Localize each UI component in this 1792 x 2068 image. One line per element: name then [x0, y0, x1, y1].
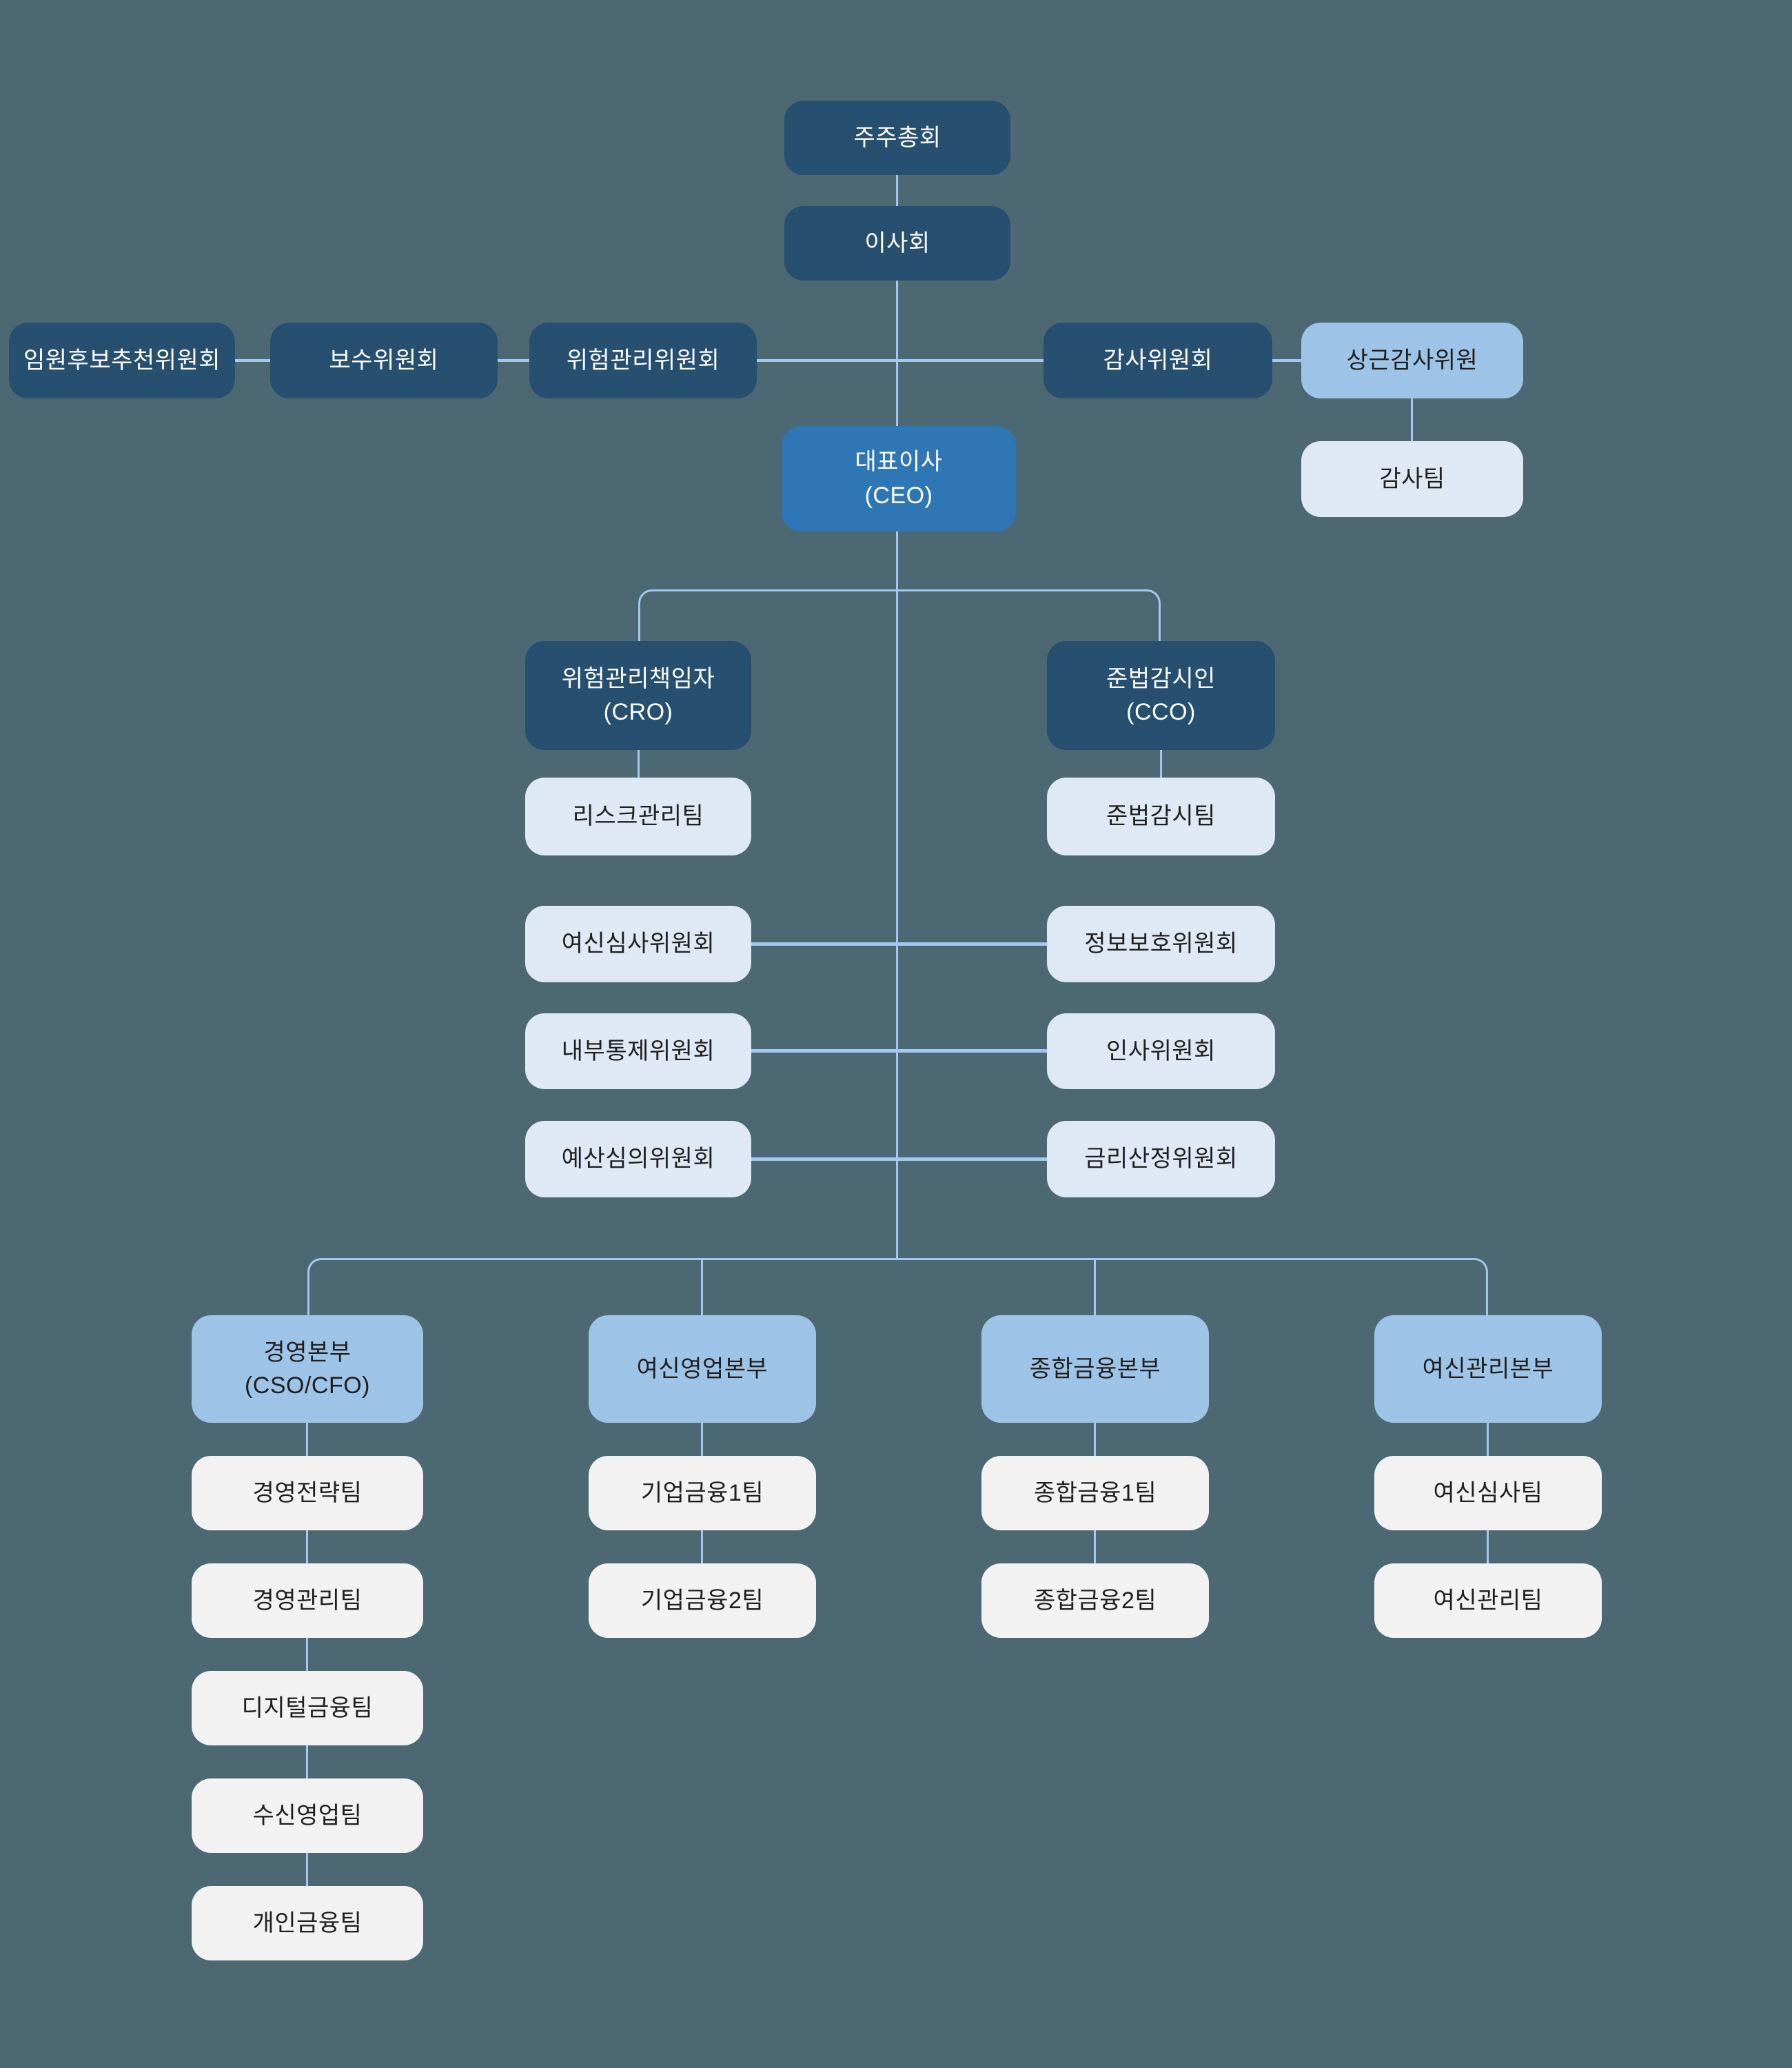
node-management-division: 경영본부 (CSO/CFO) [192, 1315, 423, 1423]
edge-generalfinance-gen1 [1094, 1423, 1096, 1456]
edge-creditsales-corp1 [701, 1423, 703, 1456]
node-remuneration-committee: 보수위원회 [270, 323, 498, 398]
edge-auditcommittee-standingauditor [1272, 359, 1303, 362]
edge-mgmtdivision-strategyteam [306, 1423, 308, 1456]
edge-creditreviewteam-creditmgmtteam [1487, 1530, 1489, 1563]
node-credit-review-committee: 여신심사위원회 [525, 906, 751, 982]
node-corporate-finance-team-1: 기업금융1팀 [589, 1456, 816, 1530]
edge-committee-cross-3 [751, 1157, 1047, 1161]
node-personal-finance-team: 개인금융팀 [192, 1886, 423, 1960]
edge-mgmtteam-digitalteam [306, 1638, 308, 1671]
node-internal-control-committee: 내부통제위원회 [525, 1013, 751, 1089]
edge-committee-cross-1 [751, 942, 1047, 946]
node-compliance-team: 준법감시팀 [1047, 778, 1275, 855]
node-ceo: 대표이사 (CEO) [782, 426, 1016, 531]
node-cro: 위험관리책임자 (CRO) [525, 641, 751, 750]
edge-execrec-remuneration [235, 359, 270, 362]
node-standing-audit-commissioner: 상근감사위원 [1301, 323, 1523, 398]
edge-board-ceo [896, 281, 898, 426]
node-credit-management-team: 여신관리팀 [1374, 1563, 1602, 1638]
edge-corp1-corp2 [701, 1530, 703, 1563]
node-corporate-finance-team-2: 기업금융2팀 [589, 1563, 816, 1638]
node-credit-sales-division: 여신영업본부 [589, 1315, 816, 1423]
edge-bracket-creditsales-division [701, 1260, 703, 1315]
edge-cro-riskteam [638, 750, 640, 778]
node-digital-finance-team: 디지털금융팀 [192, 1671, 423, 1745]
node-interest-rate-committee: 금리산정위원회 [1047, 1121, 1275, 1197]
edge-cco-complianceteam [1160, 750, 1162, 778]
node-audit-team: 감사팀 [1301, 441, 1523, 517]
node-information-protection-committee: 정보보호위원회 [1047, 906, 1275, 982]
node-cco: 준법감시인 (CCO) [1047, 641, 1275, 750]
edge-riskmgmt-auditcommittee [757, 359, 1043, 362]
node-budget-review-committee: 예산심의위원회 [525, 1121, 751, 1197]
node-credit-management-division: 여신관리본부 [1374, 1315, 1602, 1423]
node-deposit-sales-team: 수신영업팀 [192, 1778, 423, 1853]
node-management-team: 경영관리팀 [192, 1563, 423, 1638]
edge-depositteam-personalteam [306, 1853, 308, 1886]
node-general-finance-division: 종합금융본부 [981, 1315, 1209, 1423]
node-shareholders-meeting: 주주총회 [784, 101, 1010, 175]
edge-gen1-gen2 [1094, 1530, 1096, 1563]
edge-bracket-generalfinance-division [1094, 1260, 1096, 1315]
edge-creditmgmt-creditreviewteam [1487, 1423, 1489, 1456]
node-risk-management-team: 리스크관리팀 [525, 778, 751, 855]
node-risk-management-committee: 위험관리위원회 [529, 323, 757, 398]
edge-strategyteam-mgmtteam [306, 1530, 308, 1563]
node-audit-committee: 감사위원회 [1043, 323, 1272, 398]
edge-digitalteam-deposittteam [306, 1745, 308, 1778]
node-executive-recommendation-committee: 임원후보추천위원회 [9, 323, 235, 398]
edge-standingauditor-auditteam [1411, 398, 1413, 441]
node-general-finance-team-2: 종합금융2팀 [981, 1563, 1209, 1638]
edge-ceo-divisions-spine [896, 531, 898, 1258]
edge-shareholders-board [896, 175, 898, 206]
node-credit-review-team: 여신심사팀 [1374, 1456, 1602, 1530]
node-hr-committee: 인사위원회 [1047, 1013, 1275, 1089]
bracket-divisions [307, 1258, 1488, 1315]
node-strategy-team: 경영전략팀 [192, 1456, 423, 1530]
node-general-finance-team-1: 종합금융1팀 [981, 1456, 1209, 1530]
edge-remuneration-riskmgmt [498, 359, 529, 362]
node-board-of-directors: 이사회 [784, 206, 1010, 281]
edge-committee-cross-2 [751, 1049, 1047, 1053]
bracket-cro-cco [638, 589, 1161, 641]
